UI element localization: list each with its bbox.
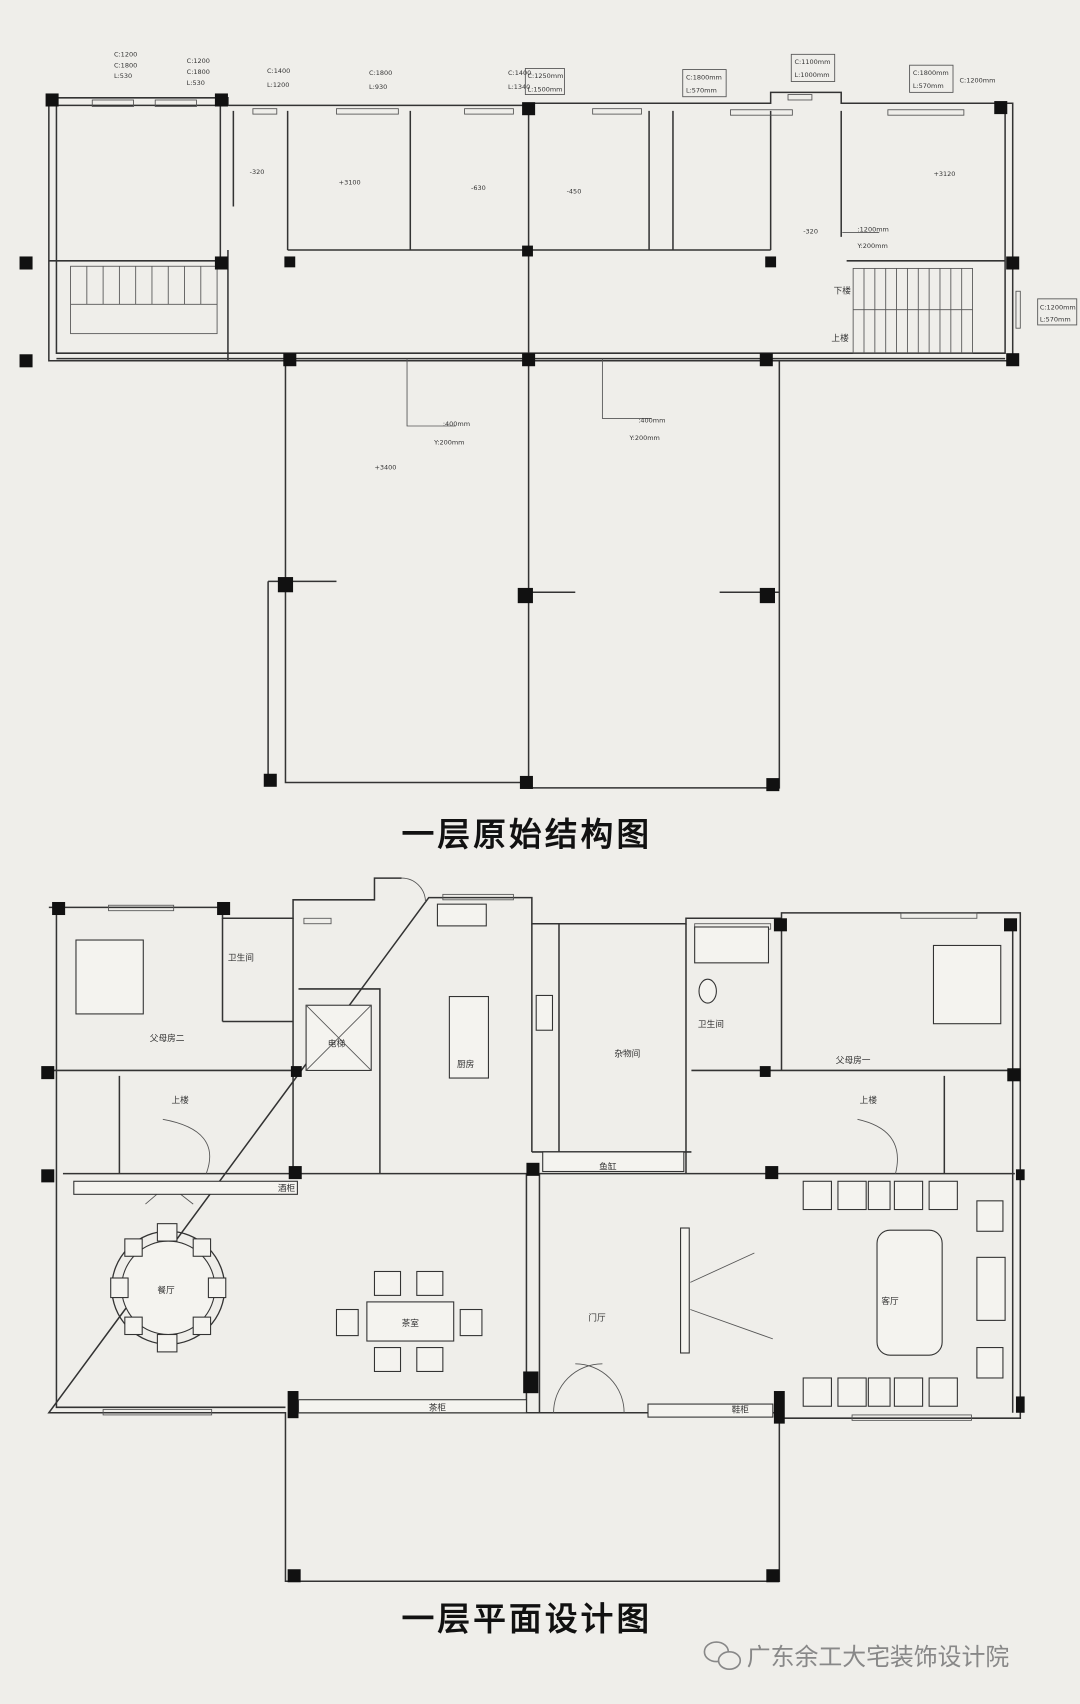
- elevation-mark: -450: [567, 187, 582, 195]
- room-label-elevator: 电梯: [328, 1038, 346, 1050]
- elevation-mark: +3100: [339, 179, 361, 187]
- stairs-left: [70, 265, 218, 335]
- foyer-screen: [680, 1227, 690, 1354]
- beam-note: :1200mm: [857, 225, 888, 233]
- room-label-fish-tank: 鱼缸: [599, 1160, 617, 1172]
- window-note: L:930: [369, 83, 387, 91]
- window-note: L:1340: [508, 83, 530, 91]
- beam-note: :400mm: [443, 420, 470, 428]
- original-structure-plan: C:1200 C:1800 L:530 C:1200 C:1800 L:530 …: [19, 51, 1078, 792]
- kitchen-island: [448, 995, 489, 1079]
- round-dining-table: [110, 1183, 227, 1353]
- elevation-mark: -630: [471, 184, 486, 192]
- room-label-stairs-right: 上楼: [860, 1094, 878, 1106]
- window-note: L:1200: [267, 81, 289, 89]
- window-note: L:530: [187, 79, 205, 87]
- window-note: C:1200mm: [960, 77, 996, 85]
- bed-left: [75, 939, 144, 1015]
- elevation-marks: -320 +3100 -630 -450 +3120 -320 +3400: [250, 168, 956, 472]
- living-sofas: [802, 1180, 1006, 1407]
- stair-down-label: 下楼: [834, 284, 852, 296]
- window-note: C:1400: [508, 69, 531, 77]
- room-label-wine-cabinet: 酒柜: [278, 1182, 296, 1194]
- beam-note: Y:200mm: [856, 242, 887, 250]
- room-label-tea-room: 茶室: [402, 1317, 420, 1329]
- window-note: C:1800: [369, 69, 392, 77]
- elevation-mark: -320: [803, 228, 818, 236]
- room-label-bathroom-right: 卫生间: [698, 1018, 724, 1030]
- shower-icon: [694, 926, 770, 964]
- stair-up-label: 上楼: [831, 332, 849, 344]
- beam-note: :400mm: [638, 417, 665, 425]
- room-label-bathroom-left: 卫生间: [228, 952, 254, 964]
- room-labels: 卫生间 父母房二 电梯 厨房 杂物间 卫生间 父母房一 上楼 上楼 鱼缸 酒柜 …: [150, 952, 899, 1416]
- stove-icon: [535, 994, 554, 1031]
- window-note: L:530: [114, 72, 132, 80]
- window-note: C:1250mm: [528, 72, 564, 80]
- room-label-shoe-cabinet: 鞋柜: [732, 1404, 750, 1416]
- window-note: C:1800mm: [913, 69, 949, 77]
- window-note: L:570mm: [1040, 316, 1071, 324]
- window-note: C:1200: [114, 51, 137, 59]
- window-note: L:570mm: [686, 86, 717, 94]
- tea-table: [335, 1270, 483, 1373]
- beam-note: Y:200mm: [433, 438, 464, 446]
- window-note: C:1800: [187, 68, 210, 76]
- title-original-structure: 一层原始结构图: [402, 815, 653, 853]
- fish-tank: [542, 1151, 685, 1173]
- window-note: C:1400: [267, 67, 290, 75]
- room-label-living: 客厅: [881, 1295, 899, 1307]
- window-note: C:1200: [187, 57, 210, 65]
- beam-note: Y:200mm: [629, 434, 660, 442]
- elevator-icon: [305, 1004, 372, 1071]
- room-label-tea-cabinet: 茶柜: [429, 1402, 447, 1414]
- window-note: L:1500mm: [528, 85, 563, 93]
- window-note: C:1200mm: [1040, 304, 1076, 312]
- elevation-mark: +3120: [933, 170, 955, 178]
- room-label-dining: 餐厅: [157, 1285, 175, 1296]
- room-label-kitchen: 厨房: [457, 1058, 474, 1070]
- window-note: C:1800: [114, 61, 137, 69]
- room-label-parents-room-1: 父母房一: [836, 1054, 871, 1066]
- window-note: L:1000mm: [795, 71, 830, 79]
- elevation-mark: +3400: [374, 463, 396, 471]
- window-note: C:1100mm: [795, 58, 831, 66]
- window-note: L:570mm: [913, 82, 944, 90]
- room-label-parents-room-2: 父母房二: [150, 1032, 185, 1044]
- wechat-icon: [703, 1641, 742, 1671]
- floor-design-plan: 卫生间 父母房二 电梯 厨房 杂物间 卫生间 父母房一 上楼 上楼 鱼缸 酒柜 …: [41, 877, 1025, 1583]
- window-note: C:1800mm: [686, 73, 722, 81]
- tea-cabinet: [297, 1399, 527, 1414]
- room-label-storage: 杂物间: [614, 1047, 640, 1059]
- wine-cabinet: [73, 1180, 298, 1195]
- watermark-text: 广东余工大宅装饰设计院: [747, 1643, 1010, 1671]
- sink-icon: [436, 903, 487, 927]
- title-floor-design: 一层平面设计图: [402, 1600, 653, 1638]
- bed-right: [932, 944, 1002, 1025]
- room-label-stairs-left: 上楼: [171, 1094, 189, 1106]
- room-label-foyer: 门厅: [588, 1311, 606, 1323]
- toilet-icon: [698, 978, 717, 1004]
- elevation-mark: -320: [250, 168, 265, 176]
- shoe-cabinet: [647, 1403, 774, 1418]
- stairs-right: [852, 267, 973, 354]
- window-notes: C:1200 C:1800 L:530 C:1200 C:1800 L:530 …: [114, 51, 1078, 326]
